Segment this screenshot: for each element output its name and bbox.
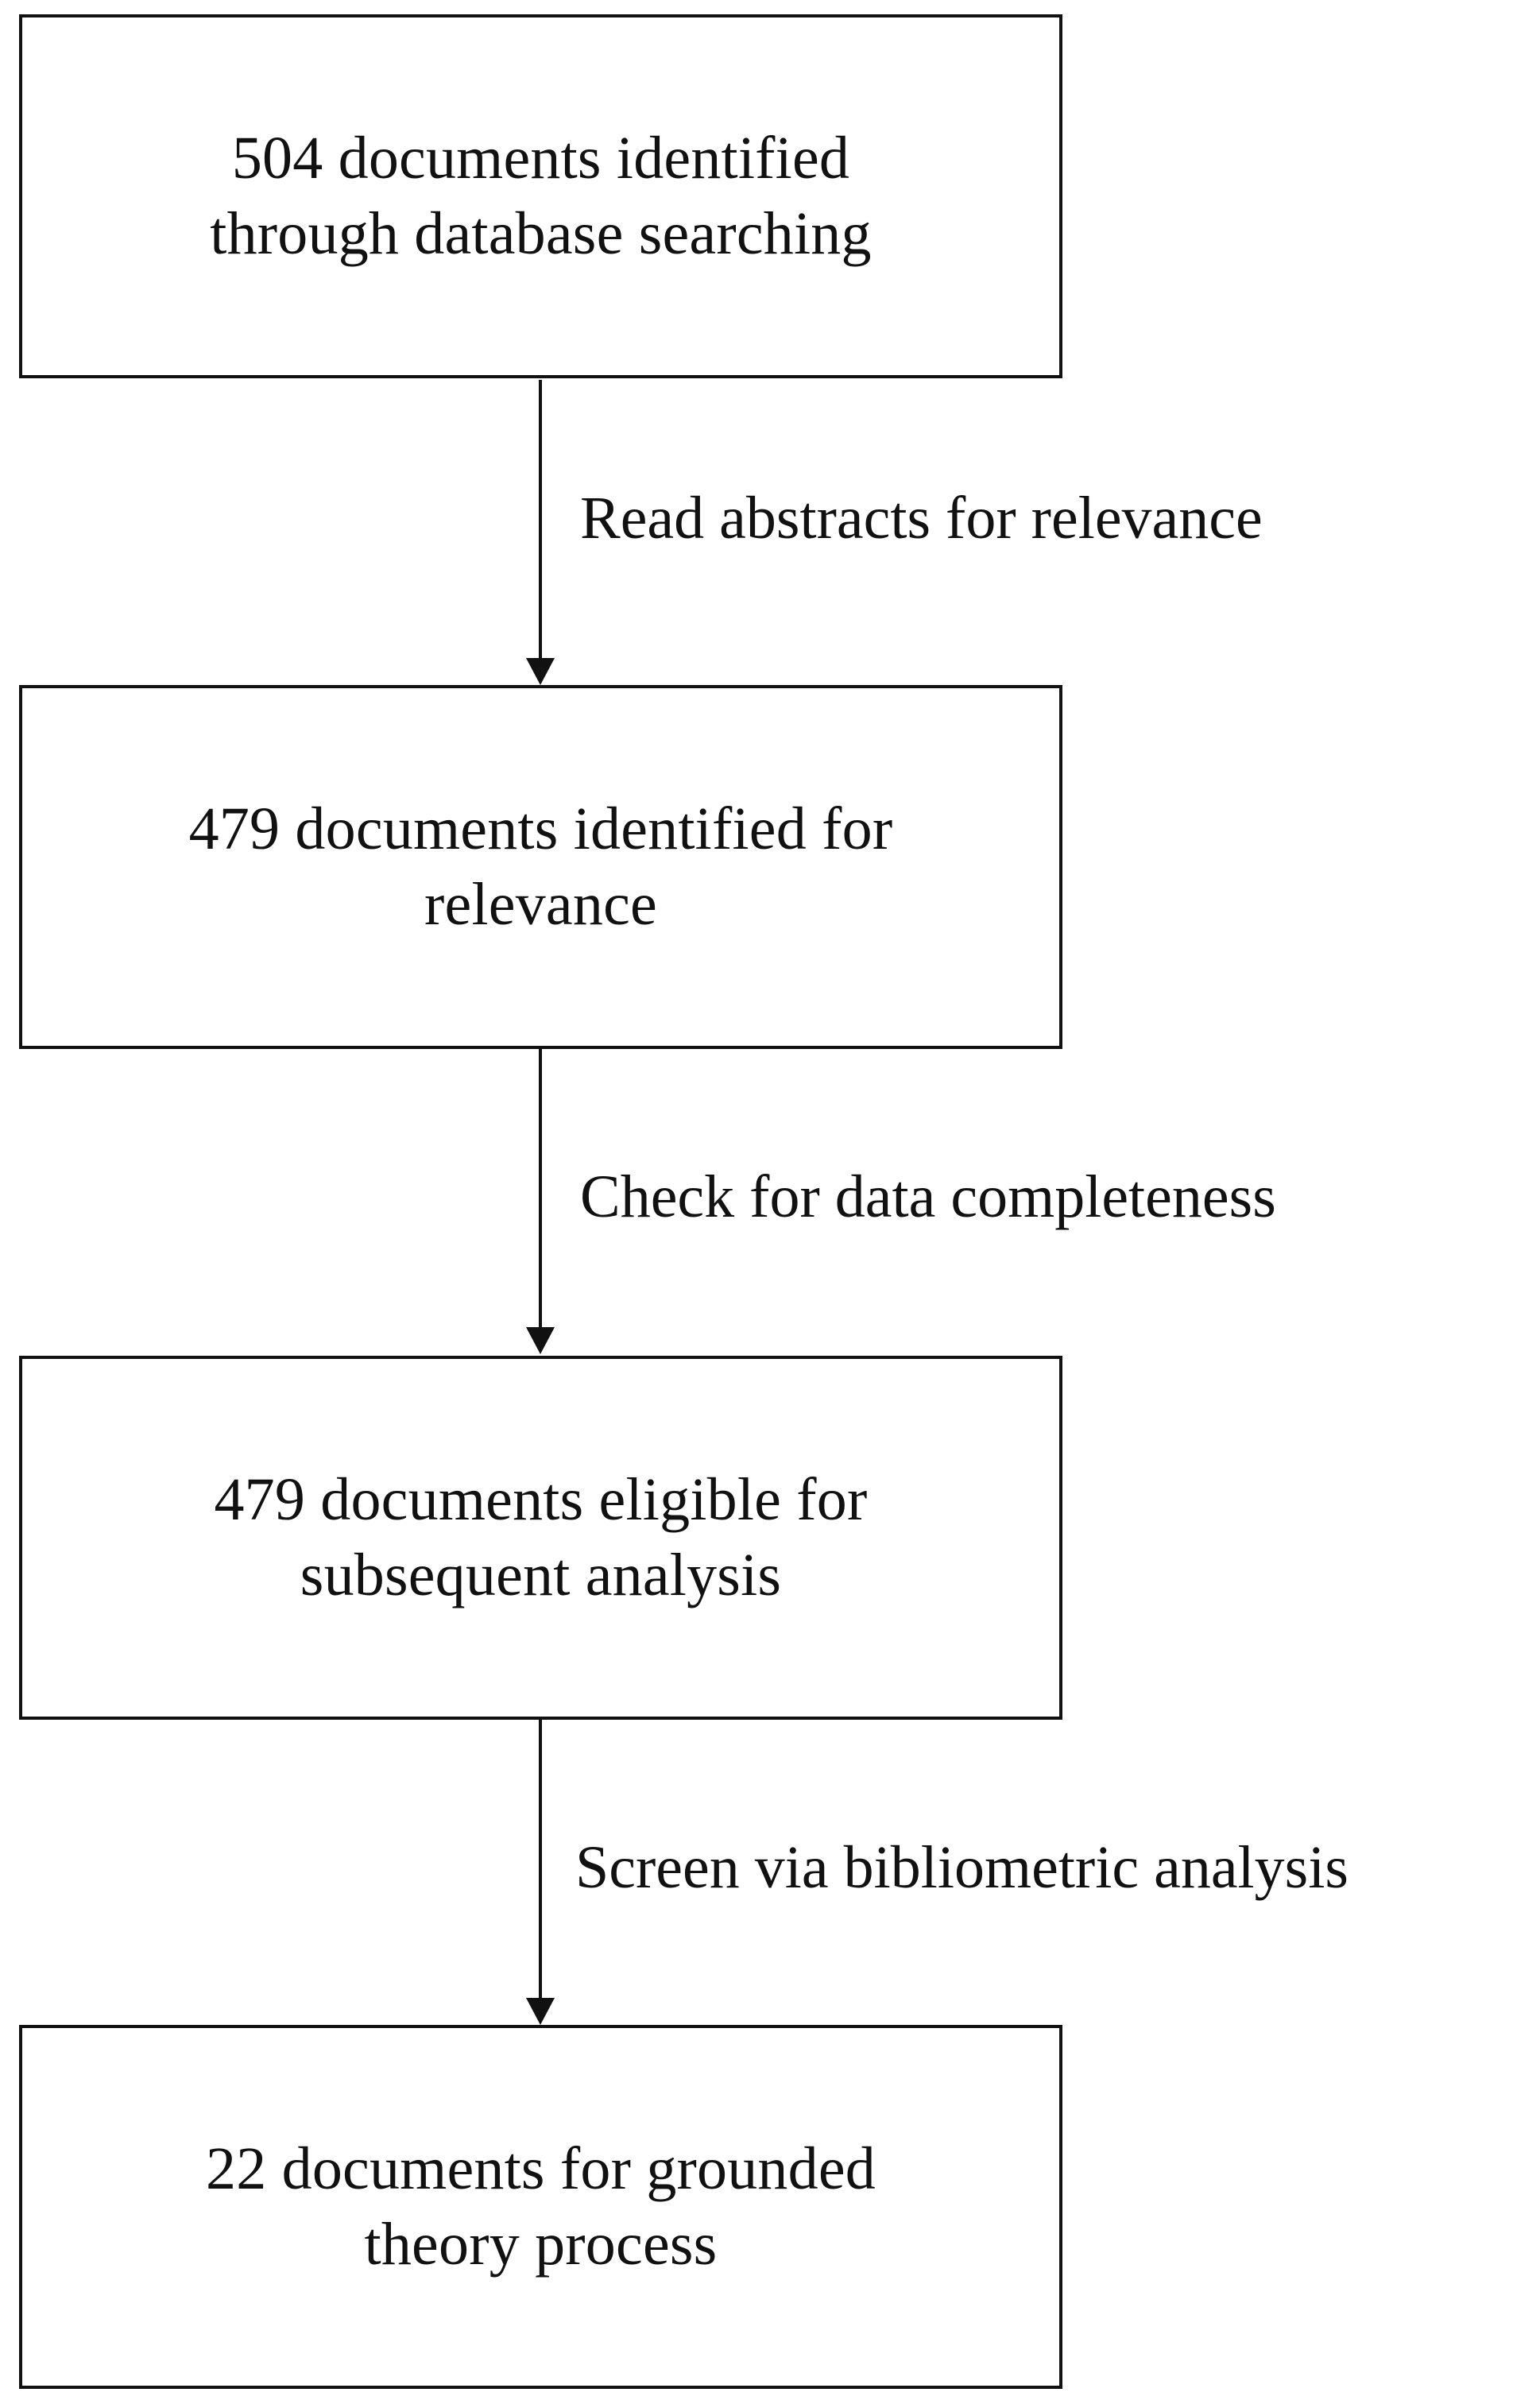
flow-box-relevance: 479 documents identified for relevance [19,685,1062,1049]
flow-box-grounded-theory-line1: 22 documents for grounded [206,2135,876,2202]
arrow-3 [526,1720,555,2025]
flow-box-identified: 504 documents identified through databas… [19,14,1062,378]
flow-box-eligible-text: 479 documents eligible for subsequent an… [214,1462,867,1613]
flow-box-grounded-theory-text: 22 documents for grounded theory process [206,2131,876,2282]
flow-box-relevance-text: 479 documents identified for relevance [189,792,893,943]
step-label-abstracts: Read abstracts for relevance [580,485,1263,552]
step-label-completeness: Check for data completeness [580,1163,1276,1230]
step-label-bibliometric: Screen via bibliometric analysis [575,1834,1348,1901]
arrow-2 [526,1049,555,1354]
flow-box-identified-line2: through database searching [210,200,872,267]
flow-box-grounded-theory-line2: theory process [364,2211,718,2278]
arrow-1 [526,380,555,685]
flow-box-eligible: 479 documents eligible for subsequent an… [19,1356,1062,1720]
flow-box-relevance-line2: relevance [424,871,657,938]
flow-box-grounded-theory: 22 documents for grounded theory process [19,2025,1062,2389]
flow-box-identified-text: 504 documents identified through databas… [210,121,871,272]
flow-box-eligible-line1: 479 documents eligible for [214,1466,868,1533]
flow-box-identified-line1: 504 documents identified [231,125,850,192]
flow-box-relevance-line1: 479 documents identified for [188,795,893,862]
flow-box-eligible-line2: subsequent analysis [300,1542,782,1608]
